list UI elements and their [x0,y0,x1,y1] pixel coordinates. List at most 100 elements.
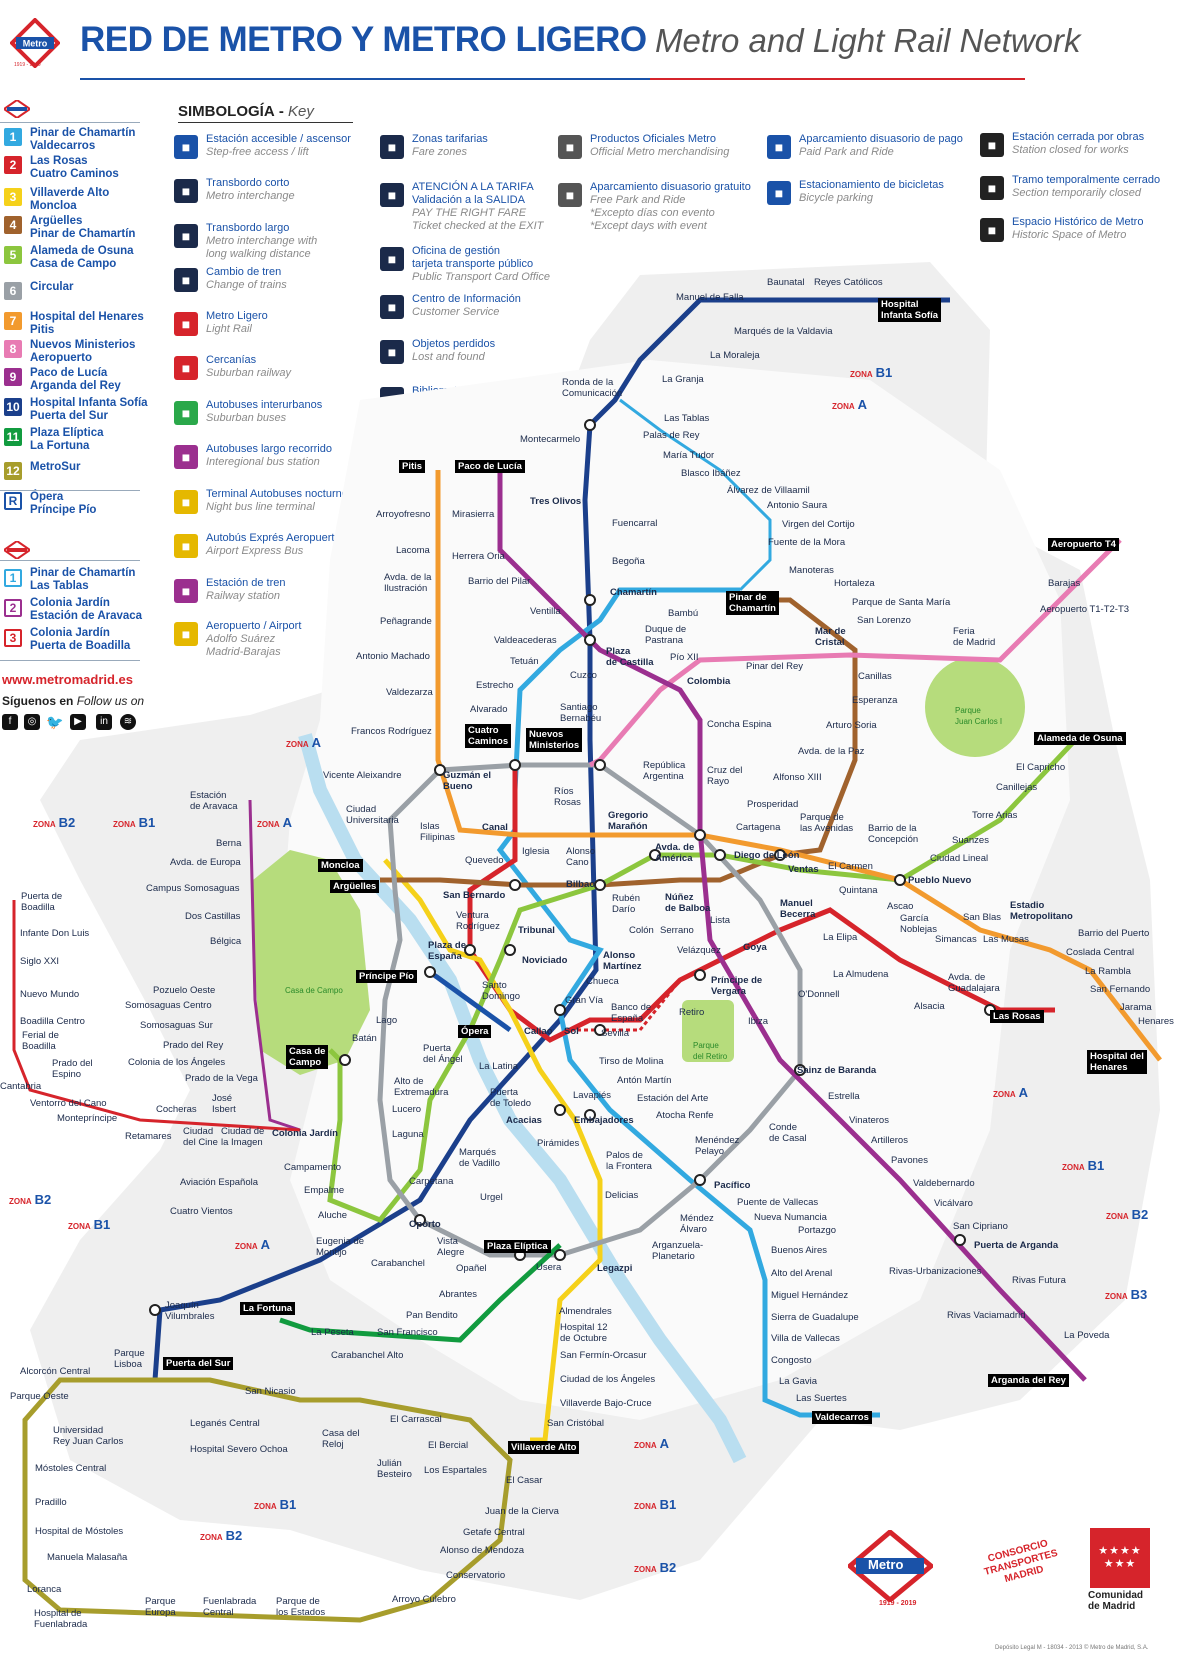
station-rivas-urbanizaciones[interactable]: Rivas-Urbanizaciones [889,1266,982,1277]
station-fuencarral[interactable]: Fuencarral [612,518,658,529]
station-aeropuerto-t123[interactable]: Aeropuerto T1-T2-T3 [1040,604,1130,615]
station-barrio-puerto[interactable]: Barrio del Puerto [1078,928,1150,939]
station-alto-arenal[interactable]: Alto del Arenal [771,1268,833,1279]
station-oporto[interactable]: Oporto [409,1219,441,1230]
station-avda-america[interactable]: Avda. de América [655,842,695,864]
station-hospital-infanta-sofia[interactable]: Hospital Infanta Sofía [878,298,942,322]
station-alonso-mendoza[interactable]: Alonso de Mendoza [440,1545,524,1556]
station-arguelles[interactable]: Argüelles [330,880,380,893]
station-pozuelo-oeste[interactable]: Pozuelo Oeste [153,985,216,996]
station-barrio-pilar[interactable]: Barrio del Pilar [468,576,531,587]
station-arturo-soria[interactable]: Arturo Soria [826,720,877,731]
station-batan[interactable]: Batán [352,1033,377,1044]
line-badge-4[interactable]: 4 [4,216,22,234]
station-mendez-alvaro[interactable]: Méndez Álvaro [680,1213,714,1235]
instagram-icon[interactable]: ◎ [24,714,40,730]
station-nuevos-ministerios[interactable]: Nuevos Ministerios [526,728,583,752]
station-almendrales[interactable]: Almendrales [559,1306,612,1317]
station-colonia-angeles[interactable]: Colonia de los Ángeles [128,1057,226,1068]
station-aviacion-espanola[interactable]: Aviación Española [180,1177,258,1188]
station-universidad-rey-juan-carlos[interactable]: Universidad Rey Juan Carlos [53,1425,124,1447]
station-piramides[interactable]: Pirámides [537,1138,580,1149]
station-chamartin[interactable]: Chamartín [610,587,657,598]
station-gregorio-maranon[interactable]: Gregorio Marañón [608,810,649,832]
station-antonio-saura[interactable]: Antonio Saura [767,500,828,511]
station-plaza-espana[interactable]: Plaza de España [428,940,467,962]
station-delicias[interactable]: Delicias [605,1190,639,1201]
station-ferial-boadilla[interactable]: Ferial de Boadilla [22,1030,59,1052]
station-ronda-comunicacion[interactable]: Ronda de la Comunicación [562,377,623,399]
line-badge-6[interactable]: 6 [4,282,22,300]
station-lacoma[interactable]: Lacoma [396,545,430,556]
station-diego-leon[interactable]: Diego de León [734,850,800,861]
station-el-carmen[interactable]: El Carmen [828,861,873,872]
station-aeropuerto-t4[interactable]: Aeropuerto T4 [1048,538,1119,551]
station-noviciado[interactable]: Noviciado [522,955,568,966]
station-marques-valdavia[interactable]: Marqués de la Valdavia [734,326,833,337]
station-cantabria[interactable]: Cantabria [0,1081,42,1092]
station-eugenia-montijo[interactable]: Eugenia de Montijo [316,1236,365,1258]
station-sol[interactable]: Sol [564,1026,579,1037]
interchange-node[interactable] [694,829,706,841]
station-avda-paz[interactable]: Avda. de la Paz [798,746,865,757]
station-valdezarza[interactable]: Valdezarza [386,687,433,698]
line-badge-R[interactable]: R [4,492,22,510]
station-nuevo-mundo[interactable]: Nuevo Mundo [20,989,80,1000]
interchange-node[interactable] [594,879,606,891]
station-banco-espana[interactable]: Banco de España [611,1002,652,1024]
station-alcorcon-central[interactable]: Alcorcón Central [20,1366,91,1377]
station-blasco-ibanez[interactable]: Blasco Ibáñez [681,468,741,479]
station-paco-de-lucia[interactable]: Paco de Lucía [455,460,525,473]
station-hospital-fuenlabrada[interactable]: Hospital de Fuenlabrada [34,1608,88,1630]
station-somosaguas-sur[interactable]: Somosaguas Sur [140,1020,213,1031]
light-rail-badge-2[interactable]: 2 [4,599,22,617]
station-el-bercial[interactable]: El Bercial [428,1440,469,1451]
station-parque-oeste[interactable]: Parque Oeste [10,1391,69,1402]
station-alto-extremadura[interactable]: Alto de Extremadura [394,1076,449,1098]
station-cocheras[interactable]: Cocheras [156,1104,197,1115]
interchange-node[interactable] [694,1174,706,1186]
station-alonso-cano[interactable]: Alonso Cano [566,846,596,868]
station-san-cipriano[interactable]: San Cipriano [953,1221,1008,1232]
station-tetuan[interactable]: Tetuán [510,656,539,667]
line-badge-11[interactable]: 11 [4,428,22,446]
station-parque-lisboa[interactable]: Parque Lisboa [114,1348,145,1370]
station-cartagena[interactable]: Cartagena [736,822,781,833]
station-menendez-pelayo[interactable]: Menéndez Pelayo [695,1135,740,1157]
station-rivas-futura[interactable]: Rivas Futura [1012,1275,1066,1286]
station-ciudad-angeles[interactable]: Ciudad de los Ángeles [560,1374,656,1385]
interchange-node[interactable] [954,1234,966,1246]
station-antonio-machado[interactable]: Antonio Machado [356,651,430,662]
interchange-node[interactable] [594,1024,606,1036]
station-pitis[interactable]: Pitis [399,460,426,473]
station-san-blas[interactable]: San Blas [963,912,1002,923]
station-arroyofresno[interactable]: Arroyofresno [376,509,431,520]
station-colonia-jardin[interactable]: Colonia Jardín [272,1128,338,1139]
station-mostoles-central[interactable]: Móstoles Central [35,1463,107,1474]
station-ventas[interactable]: Ventas [788,864,819,875]
station-manuel-de-falla[interactable]: Manuel de Falla [676,292,744,303]
station-tribunal[interactable]: Tribunal [518,925,555,936]
station-cuatro-vientos[interactable]: Cuatro Vientos [170,1206,233,1217]
line-badge-8[interactable]: 8 [4,340,22,358]
station-opanel[interactable]: Opañel [456,1263,487,1274]
station-sierra-guadalupe[interactable]: Sierra de Guadalupe [771,1312,859,1323]
station-campus-somosaguas[interactable]: Campus Somosaguas [146,883,240,894]
station-virgen-cortijo[interactable]: Virgen del Cortijo [782,519,855,530]
station-quevedo[interactable]: Quevedo [465,855,504,866]
station-lucero[interactable]: Lucero [392,1104,422,1115]
station-las-tablas[interactable]: Las Tablas [664,413,710,424]
interchange-node[interactable] [714,849,726,861]
station-parque-santa-maria[interactable]: Parque de Santa María [852,597,951,608]
station-reyes-catolicos[interactable]: Reyes Católicos [814,277,883,288]
station-iglesia[interactable]: Iglesia [522,846,550,857]
station-manuel-becerra[interactable]: Manuel Becerra [780,898,816,920]
station-embajadores[interactable]: Embajadores [574,1115,634,1126]
station-prado-del-rey[interactable]: Prado del Rey [163,1040,224,1051]
station-fuente-mora[interactable]: Fuente de la Mora [768,537,846,548]
station-chueca[interactable]: Chueca [586,976,619,987]
line-badge-3[interactable]: 3 [4,188,22,206]
station-sainz-baranda[interactable]: Sainz de Baranda [797,1065,877,1076]
station-moncloa[interactable]: Moncloa [318,859,363,872]
station-suanzes[interactable]: Suanzes [952,835,989,846]
